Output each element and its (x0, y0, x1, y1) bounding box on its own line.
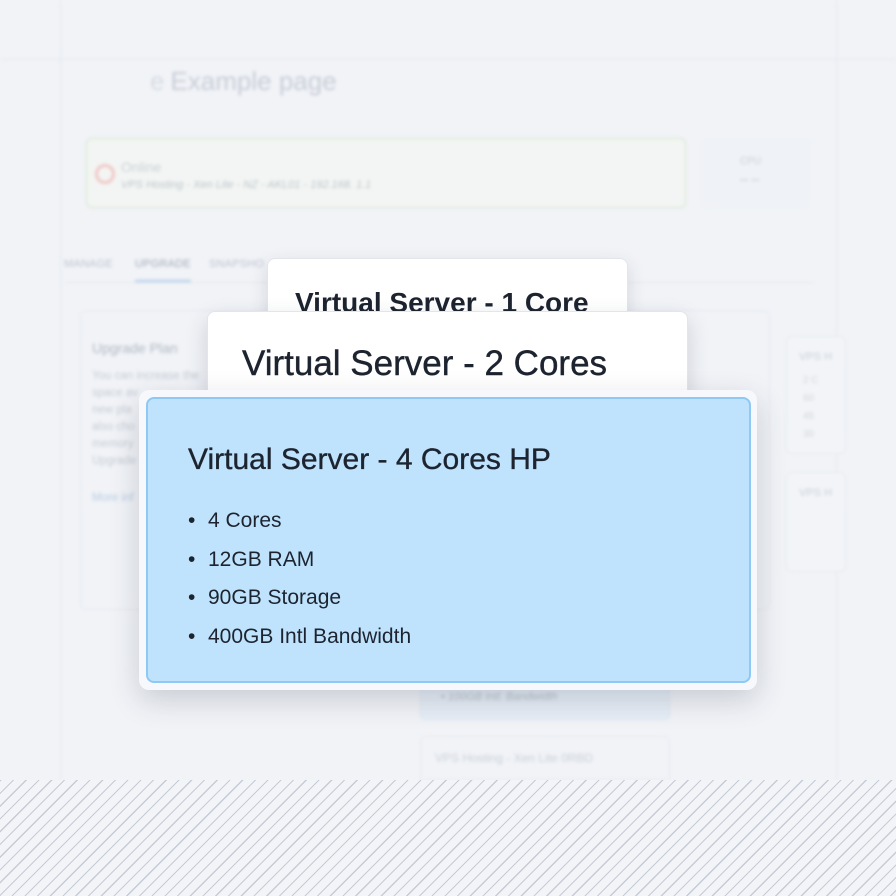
status-detail: VPS Hosting - Xen Lite - NZ - AKL01 - 19… (121, 179, 372, 191)
spec-text: 12GB RAM (208, 547, 315, 571)
side-plan-card[interactable]: VPS H (786, 472, 846, 572)
upgrade-description: You can increase the space av new pla al… (92, 368, 222, 470)
spec-text: 4 Cores (208, 509, 282, 532)
side-plan-item: 30 (803, 429, 815, 440)
side-plan-card[interactable]: VPS H 2 C 60 45 30 (786, 336, 846, 454)
spec-cores: • 4 Cores (188, 502, 411, 541)
tab-manage[interactable]: MANAGE (64, 258, 113, 270)
plan-bandwidth-item: • 100GB Intl. Bandwidth (441, 691, 558, 703)
spec-ram: • 12GB RAM (188, 541, 411, 580)
side-plan-title: VPS H (799, 351, 833, 363)
spec-text: 400GB Intl Bandwidth (208, 624, 412, 648)
status-state: Online (121, 159, 162, 175)
left-divider (60, 0, 61, 780)
side-plan-item: 45 (803, 411, 815, 422)
plan-card-title: Virtual Server - 2 Cores (242, 344, 608, 383)
tab-upgrade[interactable]: UPGRADE (135, 258, 191, 282)
plan-spec-list: • 4 Cores • 12GB RAM • 90GB Storage • 400GB … (188, 502, 411, 656)
hatched-footer (0, 780, 896, 896)
upgrade-line: memory (92, 438, 134, 450)
upgrade-line: also cho (92, 421, 135, 433)
status-indicator-icon (95, 164, 115, 184)
cpu-value: -- -- (740, 172, 760, 186)
server-status-panel: Online VPS Hosting - Xen Lite - NZ - AKL… (86, 138, 686, 208)
plan-card-title: VPS Hosting - Xen Lite 0RBD (435, 751, 594, 765)
side-plan-title: VPS H (799, 487, 833, 499)
bullet-icon: • (188, 624, 196, 648)
bullet-icon: • (188, 586, 196, 609)
upgrade-line: new pla (92, 404, 132, 416)
upgrade-info-panel: Upgrade Plan You can increase the space … (92, 340, 222, 504)
top-bar (0, 0, 896, 60)
spec-bandwidth: • 400GB Intl Bandwidth (188, 618, 411, 657)
cpu-label: CPU (740, 156, 762, 167)
side-plan-item: 2 C (803, 375, 819, 386)
spec-storage: • 90GB Storage (188, 579, 411, 618)
plan-card-title: Virtual Server - 4 Cores HP (188, 443, 551, 476)
spec-text: 90GB Storage (208, 586, 342, 609)
bullet-icon: • (188, 547, 196, 571)
upgrade-line: space av (92, 387, 139, 399)
plan-card-2-cores[interactable]: Virtual Server - 2 Cores (207, 311, 688, 401)
bullet-icon: • (188, 509, 196, 532)
plan-card-background[interactable]: VPS Hosting - Xen Lite 0RBD (420, 736, 670, 780)
cpu-panel: CPU -- -- (700, 138, 810, 208)
page-title-text: Example page (170, 66, 337, 96)
tab-snapshots[interactable]: SNAPSHO (209, 258, 265, 270)
upgrade-line: Upgrade (92, 455, 137, 467)
upgrade-heading: Upgrade Plan (92, 340, 178, 356)
upgrade-line: You can increase the (92, 370, 199, 382)
side-plan-item: 60 (803, 393, 815, 404)
plan-card-4-cores-hp[interactable]: Virtual Server - 4 Cores HP • 4 Cores • 12… (146, 397, 751, 683)
page-title-prefix: e (150, 66, 165, 96)
more-info-link[interactable]: More inf (92, 492, 134, 504)
